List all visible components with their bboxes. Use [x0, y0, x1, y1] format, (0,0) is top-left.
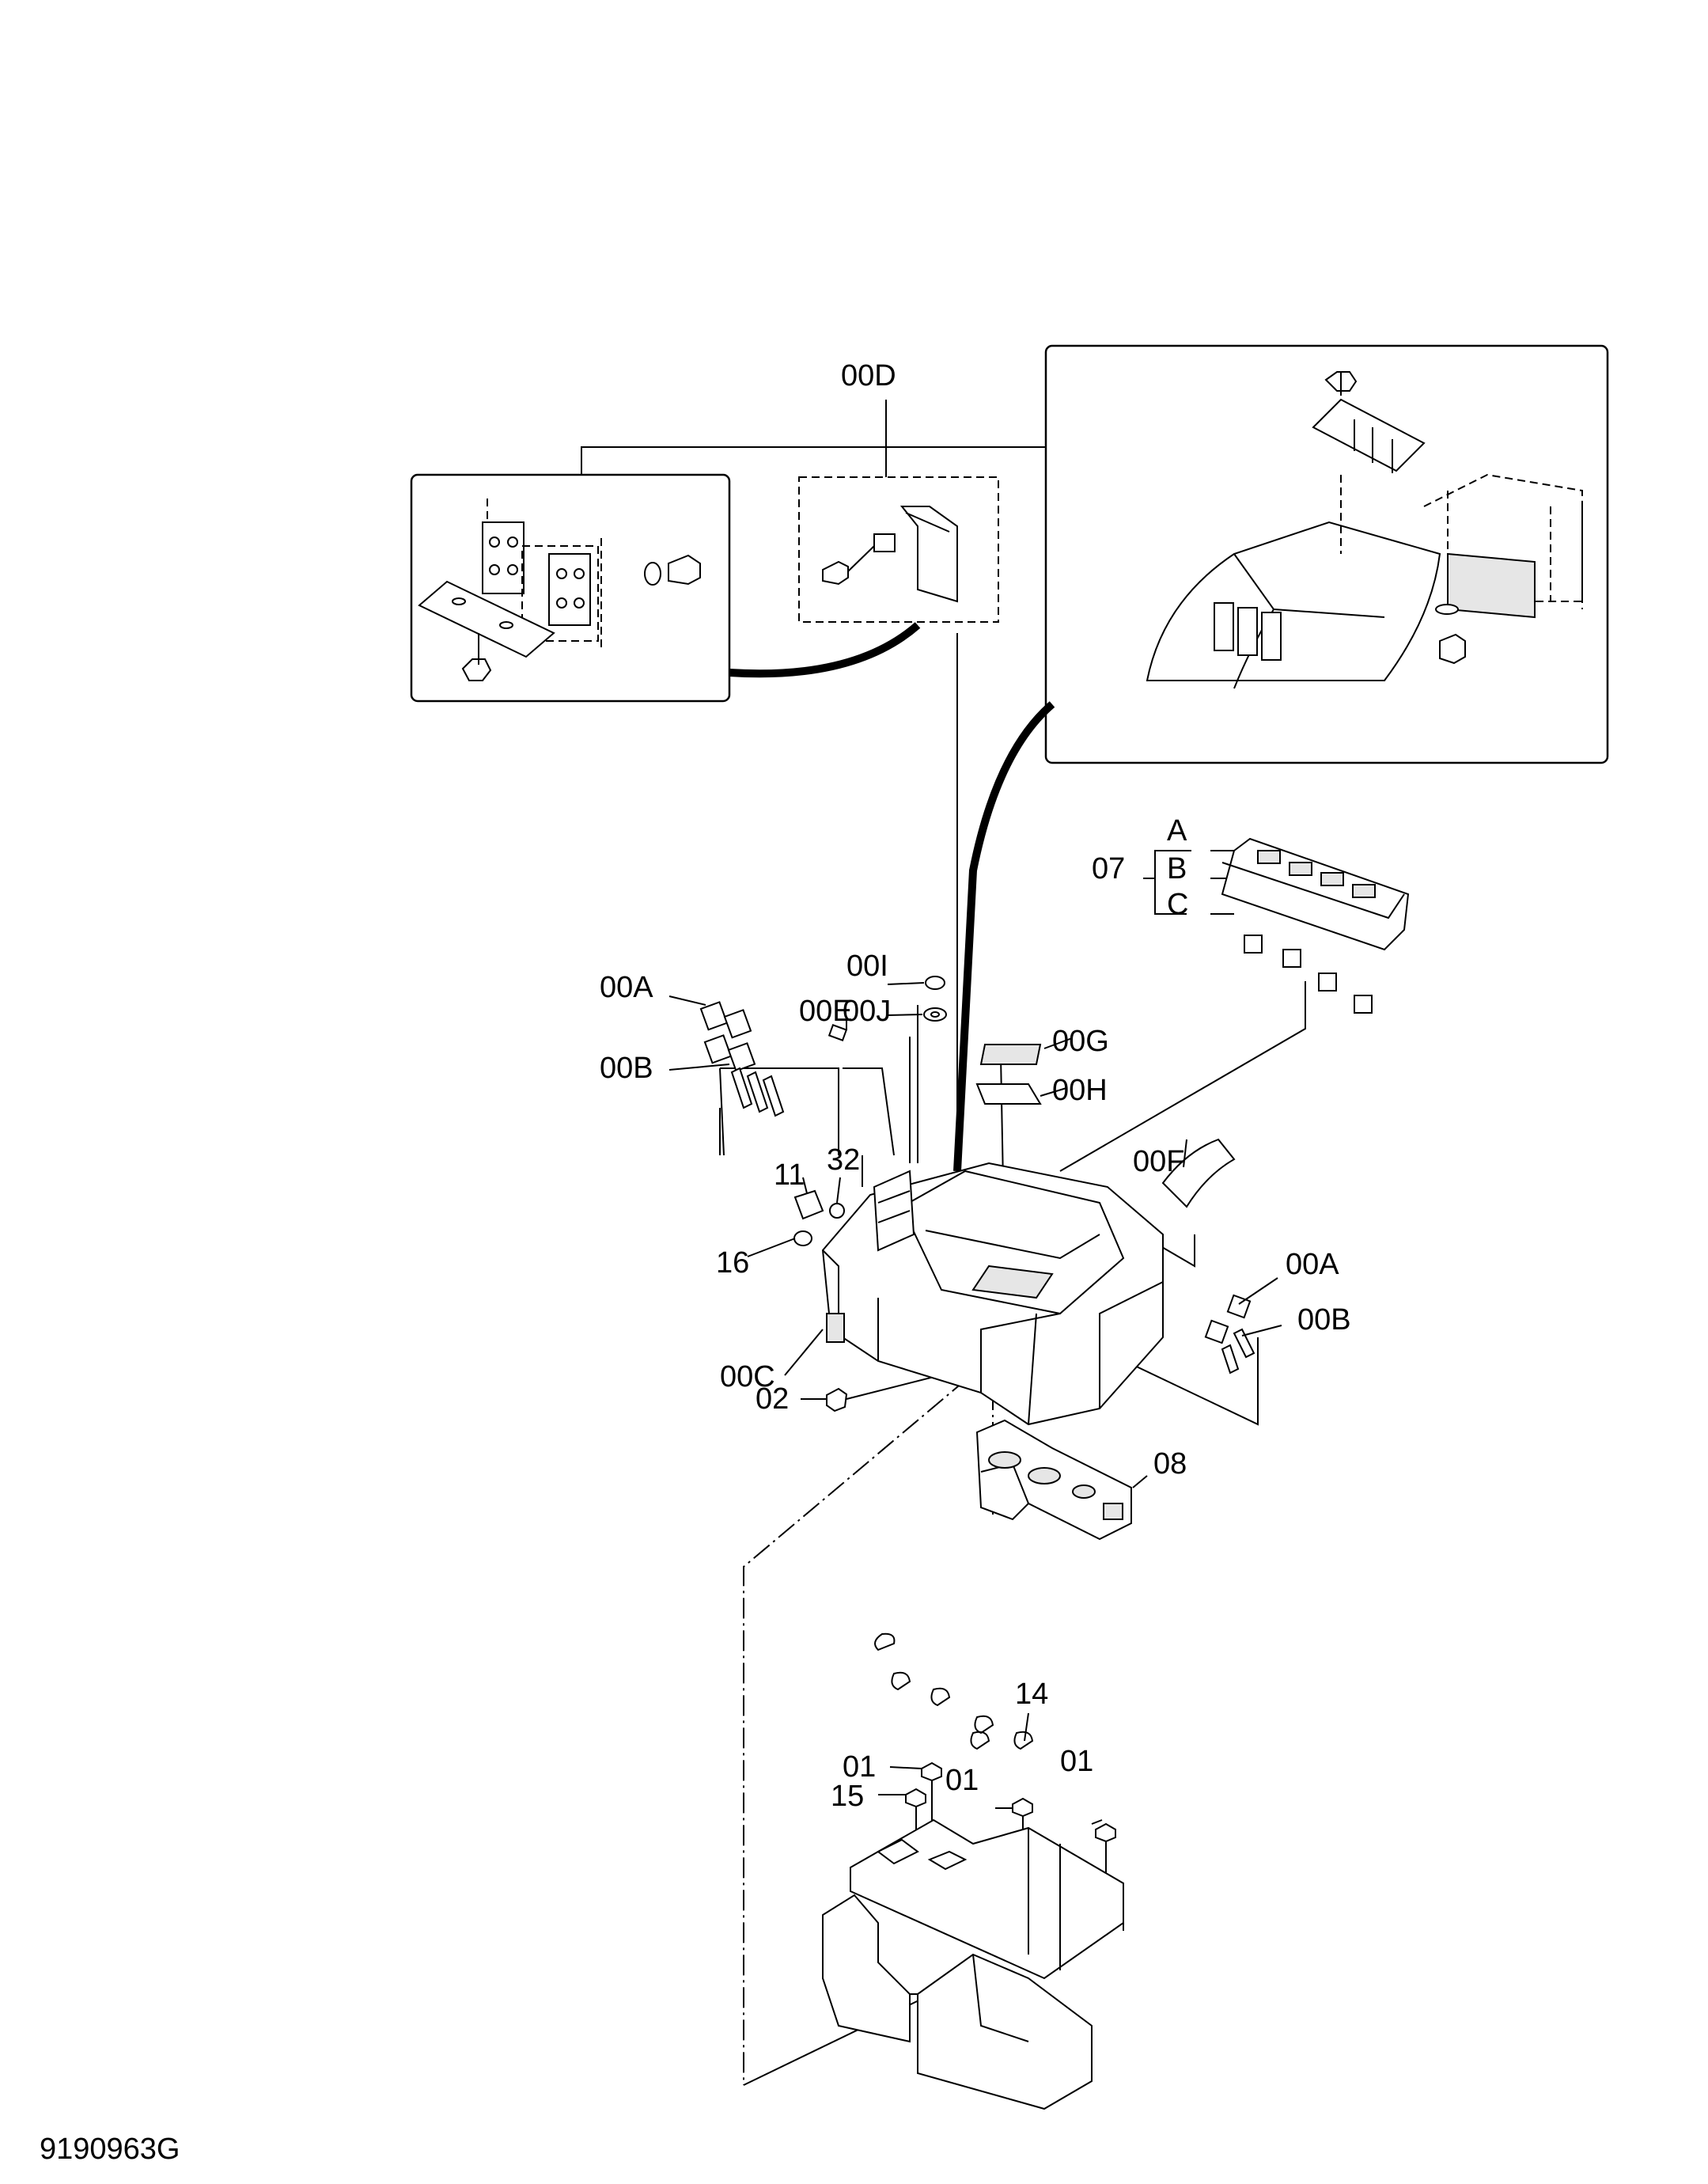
label-01-c: 01	[1060, 1745, 1093, 1778]
label-leaders	[668, 982, 1282, 1825]
label-00B-left: 00B	[600, 1052, 653, 1085]
label-02: 02	[756, 1382, 789, 1416]
label-32: 32	[827, 1143, 860, 1177]
label-00H: 00H	[1052, 1074, 1108, 1107]
label-07: 07	[1092, 852, 1125, 885]
label-00G: 00G	[1052, 1025, 1109, 1058]
label-00A-left: 00A	[600, 971, 653, 1004]
label-01-b: 01	[945, 1764, 979, 1797]
label-00E: 00E	[799, 995, 853, 1028]
label-00A-right: 00A	[1286, 1248, 1339, 1281]
label-A: A	[1167, 814, 1187, 847]
label-00J: 00J	[843, 995, 891, 1028]
detail-box-00D	[798, 476, 999, 623]
label-15: 15	[831, 1780, 864, 1813]
small-parts	[699, 976, 1255, 1412]
label-C: C	[1167, 888, 1188, 921]
bracket-08	[975, 1419, 1132, 1541]
label-08: 08	[1153, 1447, 1187, 1481]
switch-panel-07	[1221, 837, 1410, 1014]
detail-box-right	[1044, 344, 1609, 764]
label-00I: 00I	[846, 950, 888, 983]
detail-box-left	[410, 473, 731, 703]
label-00C: 00C	[720, 1360, 775, 1393]
lower-frame	[822, 1632, 1124, 2110]
console-assembly	[821, 1162, 1164, 1426]
label-00D: 00D	[841, 359, 896, 392]
callout-labels: 00D A B C 07 00A 00B 00E 00I 00J 00G 00H…	[40, 359, 1351, 2166]
label-16: 16	[716, 1246, 749, 1280]
label-14: 14	[1015, 1678, 1048, 1711]
label-00F: 00F	[1133, 1145, 1184, 1178]
label-11: 11	[774, 1158, 805, 1192]
label-01-a: 01	[843, 1750, 876, 1784]
label-00B-right: 00B	[1297, 1303, 1351, 1337]
label-B: B	[1167, 852, 1187, 885]
drawing-id: 9190963G	[40, 2133, 180, 2166]
